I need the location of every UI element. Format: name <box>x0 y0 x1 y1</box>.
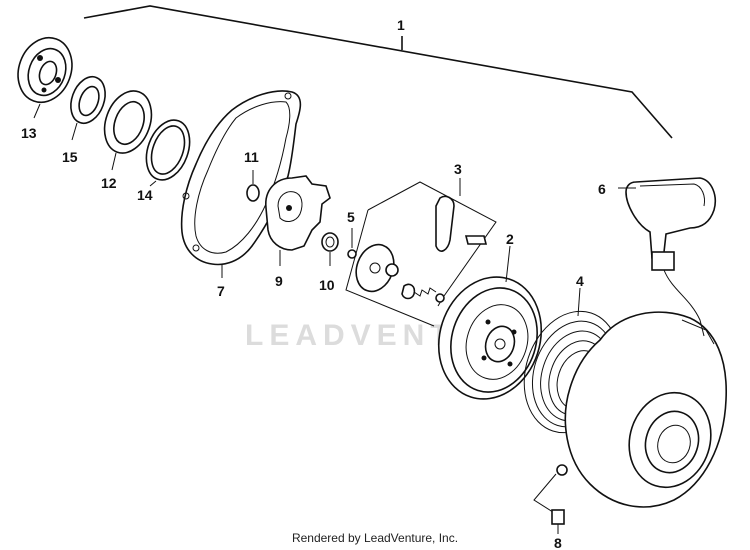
part-12-seal <box>103 90 153 171</box>
part-9-ratchet <box>265 175 331 266</box>
part-2-reel <box>437 245 543 400</box>
callout-8: 8 <box>554 535 562 550</box>
callout-9: 9 <box>275 273 283 289</box>
callout-5: 5 <box>347 209 355 225</box>
callout-1: 1 <box>397 17 405 33</box>
part-8-screw <box>533 473 565 534</box>
callout-15: 15 <box>62 149 78 165</box>
callout-7: 7 <box>217 283 225 299</box>
part-14-o-ring <box>145 119 191 187</box>
assembly-bracket <box>83 5 673 139</box>
part-13-bearing <box>17 36 73 119</box>
callout-3: 3 <box>454 161 462 177</box>
part-5-bolt <box>347 228 357 259</box>
callout-11: 11 <box>244 149 259 165</box>
part-7-gasket <box>180 90 302 278</box>
part-3-components <box>355 195 488 303</box>
part-6-handle <box>618 177 716 337</box>
callout-2: 2 <box>506 231 514 247</box>
part-15-washer <box>70 75 106 141</box>
callout-14: 14 <box>137 187 153 203</box>
callout-12: 12 <box>101 175 117 191</box>
callout-10: 10 <box>319 277 335 293</box>
callout-6: 6 <box>598 181 606 197</box>
render-credit: Rendered by LeadVenture, Inc. <box>291 531 459 545</box>
callout-13: 13 <box>21 125 37 141</box>
starter-housing <box>556 311 727 508</box>
part-11-clip <box>246 170 260 202</box>
callout-4: 4 <box>576 273 584 289</box>
part-10-nut <box>321 232 339 266</box>
